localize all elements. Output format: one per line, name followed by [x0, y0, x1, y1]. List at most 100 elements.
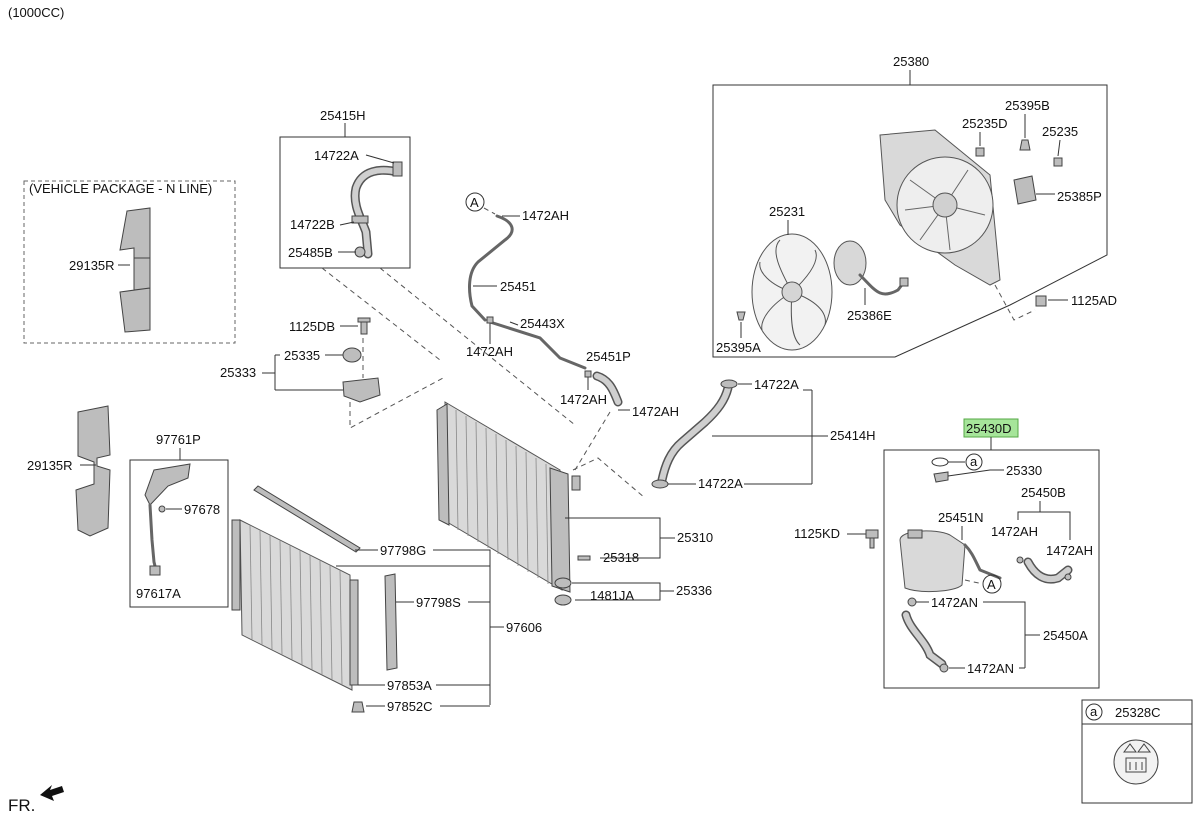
- label-29135R-1[interactable]: 29135R: [69, 258, 115, 273]
- label-1472AH-4[interactable]: 1472AH: [632, 404, 679, 419]
- bracket-97761P: [144, 463, 191, 506]
- label-14722A-2[interactable]: 14722A: [754, 377, 799, 392]
- label-97678[interactable]: 97678: [184, 502, 220, 517]
- condenser-fins: [249, 524, 343, 686]
- label-14722A-3[interactable]: 14722A: [698, 476, 743, 491]
- fan-assembly-box: [712, 84, 1108, 358]
- label-25336[interactable]: 25336: [676, 583, 712, 598]
- label-25451N[interactable]: 25451N: [938, 510, 984, 525]
- screw-25395A: [736, 311, 746, 321]
- label-14722A-1[interactable]: 14722A: [314, 148, 359, 163]
- insulator-bottom: [554, 594, 572, 606]
- front-label: FR.: [8, 796, 35, 815]
- label-1125DB[interactable]: 1125DB: [289, 319, 335, 334]
- label-1125KD[interactable]: 1125KD: [794, 526, 840, 541]
- clamp-top: [392, 161, 403, 177]
- clamp-mid: [351, 215, 369, 224]
- label-97798S[interactable]: 97798S: [416, 595, 461, 610]
- condenser-97606: [239, 519, 353, 691]
- callout-a-2-text: a: [1090, 704, 1098, 719]
- label-1472AH-5[interactable]: 1472AH: [991, 524, 1038, 539]
- label-25450A[interactable]: 25450A: [1043, 628, 1088, 643]
- label-25395A[interactable]: 25395A: [716, 340, 761, 355]
- label-1472AN-1[interactable]: 1472AN: [931, 595, 978, 610]
- radiator-fins: [455, 409, 549, 585]
- dash-25415H: [321, 267, 576, 426]
- hose-25451: [468, 214, 514, 322]
- pipe-25443X: [488, 320, 587, 370]
- label-25415H[interactable]: 25415H: [320, 108, 366, 123]
- label-97617A[interactable]: 97617A: [136, 586, 181, 601]
- engine-label: (1000CC): [8, 5, 64, 20]
- bolt-1125KD: [865, 529, 879, 549]
- label-25231[interactable]: 25231: [769, 204, 805, 219]
- hot-coolant-icon: [1125, 757, 1147, 773]
- label-25386E[interactable]: 25386E: [847, 308, 892, 323]
- resistor-25385P: [1013, 175, 1037, 205]
- front-arrow-icon: [40, 785, 64, 801]
- label-25450B[interactable]: 25450B: [1021, 485, 1066, 500]
- callout-A-1: [465, 192, 485, 212]
- package-title: (VEHICLE PACKAGE - N LINE): [29, 181, 212, 196]
- warning-icon: [1123, 743, 1137, 753]
- fitting-25485B: [354, 246, 366, 258]
- reservoir-tank: [899, 530, 966, 593]
- label-97606[interactable]: 97606: [506, 620, 542, 635]
- air-guard-part-nline: [119, 207, 151, 333]
- label-25430D[interactable]: 25430D: [966, 421, 1012, 436]
- label-25380[interactable]: 25380: [893, 54, 929, 69]
- label-25485B[interactable]: 25485B: [288, 245, 333, 260]
- label-25443X[interactable]: 25443X: [520, 316, 565, 331]
- label-14722B[interactable]: 14722B: [290, 217, 335, 232]
- label-25330[interactable]: 25330: [1006, 463, 1042, 478]
- label-25235[interactable]: 25235: [1042, 124, 1078, 139]
- callout-a-2: [1085, 703, 1103, 721]
- label-97798G[interactable]: 97798G: [380, 543, 426, 558]
- label-25310[interactable]: 25310: [677, 530, 713, 545]
- label-25328C[interactable]: 25328C: [1115, 705, 1161, 720]
- hose-kit-box: [279, 136, 411, 269]
- label-97852C[interactable]: 97852C: [387, 699, 433, 714]
- seal-97798G: [253, 485, 361, 553]
- label-1472AH-6[interactable]: 1472AH: [1046, 543, 1093, 558]
- label-1472AH-3[interactable]: 1472AH: [560, 392, 607, 407]
- bracket-25333: [342, 377, 381, 403]
- label-25414H[interactable]: 25414H: [830, 428, 876, 443]
- label-25395B[interactable]: 25395B: [1005, 98, 1050, 113]
- label-1125AD[interactable]: 1125AD: [1071, 293, 1117, 308]
- motor-25386E: [833, 240, 867, 286]
- label-25451[interactable]: 25451: [500, 279, 536, 294]
- seal-97798S: [384, 573, 398, 671]
- callout-a-1-text: a: [970, 454, 978, 469]
- package-box: [23, 180, 236, 344]
- label-25451P[interactable]: 25451P: [586, 349, 631, 364]
- insulator-top: [554, 577, 572, 589]
- callout-a-1: [965, 453, 983, 471]
- bolt-1125AD: [1035, 295, 1047, 307]
- cap-97852C: [351, 701, 365, 713]
- label-1481JA[interactable]: 1481JA: [590, 588, 634, 603]
- label-25335[interactable]: 25335: [284, 348, 320, 363]
- hose-25451N: [963, 543, 1002, 580]
- bolt-25395B: [1019, 139, 1031, 151]
- label-1472AH-1[interactable]: 1472AH: [522, 208, 569, 223]
- reservoir-box: [883, 449, 1100, 689]
- label-97761P[interactable]: 97761P: [156, 432, 201, 447]
- label-1472AN-2[interactable]: 1472AN: [967, 661, 1014, 676]
- label-25235D[interactable]: 25235D: [962, 116, 1008, 131]
- cap-25335: [342, 347, 362, 363]
- label-25333[interactable]: 25333: [220, 365, 256, 380]
- label-25385P[interactable]: 25385P: [1057, 189, 1102, 204]
- label-97853A[interactable]: 97853A: [387, 678, 432, 693]
- label-25318[interactable]: 25318: [603, 550, 639, 565]
- bolt-25235: [1053, 157, 1063, 167]
- label-1472AH-2[interactable]: 1472AH: [466, 344, 513, 359]
- air-guard-part: [75, 405, 111, 537]
- radiator-25310: [444, 401, 563, 591]
- cap-25330: [933, 471, 949, 483]
- callout-A-2-text: A: [987, 577, 996, 592]
- pipe-97761P: [148, 503, 158, 572]
- sensor-box: [129, 459, 229, 608]
- label-29135R-2[interactable]: 29135R: [27, 458, 73, 473]
